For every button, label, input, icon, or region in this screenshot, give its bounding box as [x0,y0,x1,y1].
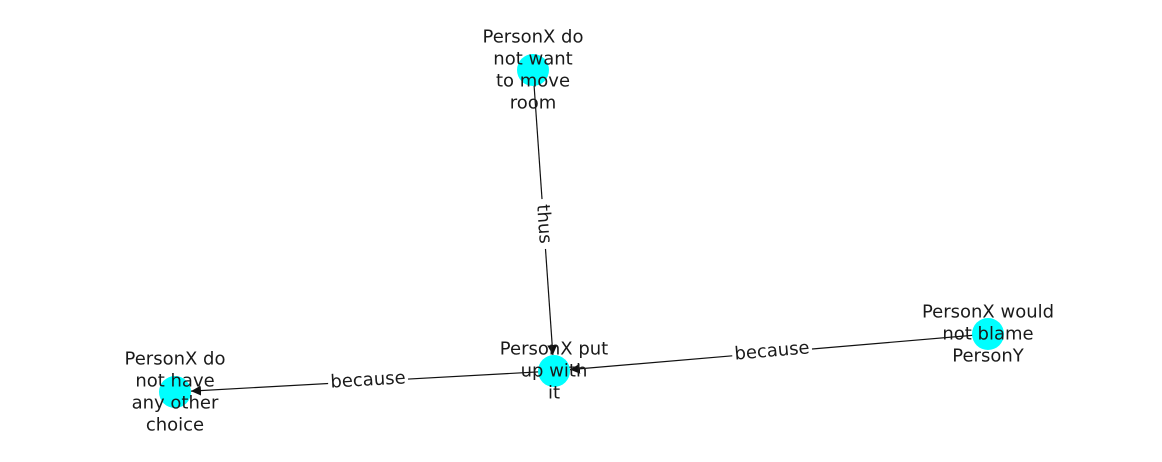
edge-label-background [327,365,409,395]
edge-label: thus [532,204,556,245]
node-label-line: PersonX would [922,302,1054,323]
node-label-line: to move [496,71,570,92]
node-label-line: not have [135,371,214,392]
edge-label: because [330,367,406,392]
node-label-line: PersonX put [500,339,608,360]
node-label-line: choice [146,415,204,436]
node-label-line: it [548,383,560,404]
node-label-line: not blame [942,324,1033,345]
edge-label-background [731,335,813,367]
node-label-line: up with [521,361,588,382]
node-n1 [517,54,549,86]
node-label-line: not want [493,49,572,70]
node-label-line: room [510,93,557,114]
edge-label-background [530,198,558,250]
node-n3 [159,376,191,408]
node-label-line: PersonX do [483,27,584,48]
node-label-line: PersonX do [125,349,226,370]
node-n2 [538,355,570,387]
nodes-layer [159,54,1004,408]
node-label-line: any other [132,393,219,414]
node-label-line: PersonY [952,346,1024,367]
node-n4 [972,318,1004,350]
